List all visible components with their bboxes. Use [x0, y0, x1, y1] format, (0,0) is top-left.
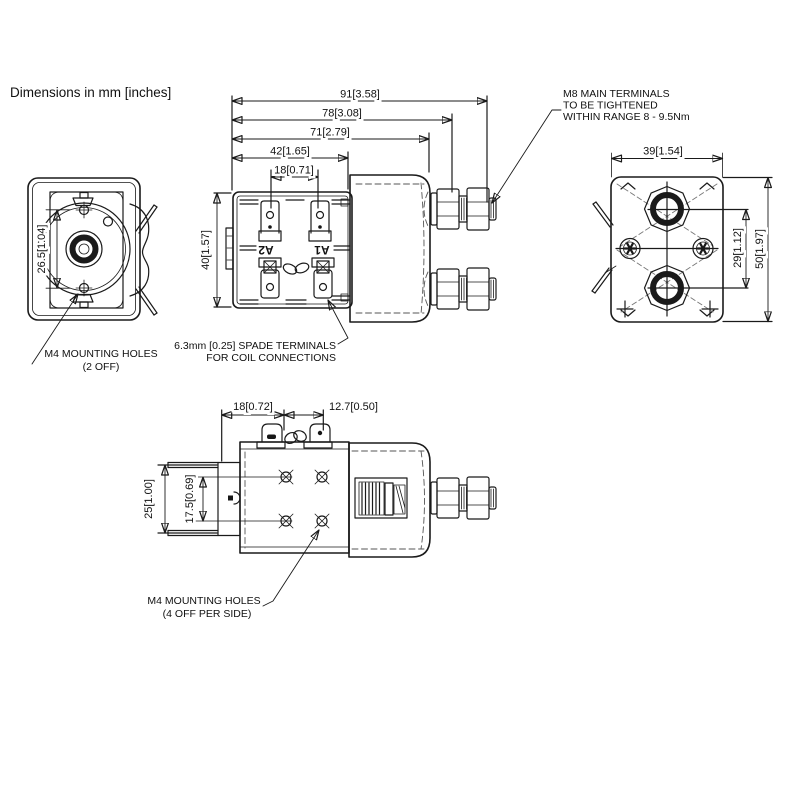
- top-view: 39[1.54] 29[1.12] 50[1.97]: [591, 143, 773, 323]
- coil-spade-topview-right: [692, 237, 714, 260]
- dim-18-bottom-label: 18[0.72]: [233, 401, 273, 413]
- topview-pin-lower: [591, 265, 617, 294]
- m8-terminal-bottom: [430, 267, 497, 311]
- coil-link-chain: [282, 262, 310, 275]
- coil-spade-a2: [258, 200, 282, 242]
- m4-note-side-line2: (2 OFF): [83, 361, 120, 373]
- dim-42-label: 42[1.65]: [270, 146, 310, 158]
- dim-40-label: 40[1.57]: [200, 230, 212, 270]
- m4-note-bottom-line2: (4 OFF PER SIDE): [163, 608, 252, 620]
- plate-texture: [239, 199, 351, 305]
- dim-29: 29[1.12]: [730, 209, 746, 289]
- coil-connection-left: [258, 257, 282, 299]
- topview-pin-upper: [592, 201, 614, 228]
- dim-50: 50[1.97]: [752, 177, 768, 322]
- coil-spade-a1: [308, 200, 332, 242]
- dim-40: 40[1.57]: [198, 192, 217, 307]
- coil-spade-topview-left: [619, 237, 641, 260]
- m4-mounting-hole-top: [75, 201, 93, 219]
- top-bolt: [72, 191, 94, 207]
- side-tab: [225, 227, 234, 270]
- m4-holes-bottom: [278, 469, 330, 529]
- m8-note-line3: WITHIN RANGE 8 - 9.5Nm: [563, 111, 690, 123]
- dim-18-bottom: 18[0.72]: [221, 399, 284, 415]
- terminal-label-a1: A1: [314, 243, 330, 257]
- dim-18-front-label: 18[0.71]: [274, 165, 314, 177]
- dim-39-label: 39[1.54]: [643, 146, 683, 158]
- side-view: 26.5[1.04] M4 MOUNTING HOLES (2 OFF): [27, 177, 158, 373]
- m8-terminal-top: [430, 187, 497, 231]
- m8-note-line1: M8 MAIN TERMINALS: [563, 88, 670, 100]
- m8-note: M8 MAIN TERMINALS TO BE TIGHTENED WITHIN…: [492, 88, 690, 203]
- coil-connection-right: [311, 257, 335, 299]
- dim-17-5: 17.5[0.69]: [182, 472, 203, 526]
- corner-marks: [620, 182, 715, 317]
- spade-note: 6.3mm [0.25] SPADE TERMINALS FOR COIL CO…: [174, 300, 349, 364]
- case-profile: [129, 203, 150, 297]
- spade-note-line2: FOR COIL CONNECTIONS: [206, 352, 336, 364]
- m8-terminal-topview-2: [643, 264, 691, 312]
- hidden-diagonals: [616, 183, 718, 313]
- m4-note-bottom-line1: M4 MOUNTING HOLES: [147, 595, 260, 607]
- dim-29-label: 29[1.12]: [732, 228, 744, 268]
- dim-91: 91[3.58]: [231, 86, 487, 102]
- m8-terminal-bottomview: [430, 476, 497, 520]
- m8-terminal-topview-1: [643, 185, 691, 233]
- spade-note-line1: 6.3mm [0.25] SPADE TERMINALS: [174, 340, 336, 352]
- dim-18-front: 18[0.71]: [270, 162, 318, 178]
- dim-71-label: 71[2.79]: [310, 127, 350, 139]
- blowout-spring-window: [354, 477, 408, 519]
- bottom-plate: [239, 441, 350, 554]
- coil-pin-hole: [102, 216, 114, 227]
- mounting-bracket: [167, 461, 241, 537]
- spade-pin-top: [135, 204, 158, 234]
- dim-17-5-label: 17.5[0.69]: [184, 475, 196, 524]
- dim-26-5: 26.5[1.04]: [34, 209, 71, 289]
- dim-50-label: 50[1.97]: [754, 229, 766, 269]
- bottomview-spade-left: [256, 423, 286, 449]
- dim-39: 39[1.54]: [611, 143, 723, 178]
- m4-note-side-line1: M4 MOUNTING HOLES: [44, 348, 157, 360]
- front-view: A2 A1: [174, 86, 497, 364]
- bottomview-spade-right: [303, 423, 333, 449]
- dim-42: 42[1.65]: [231, 143, 348, 159]
- plunger-boss: [65, 230, 103, 268]
- terminal-label-a2: A2: [258, 243, 274, 257]
- dim-78: 78[3.08]: [231, 105, 452, 121]
- dim-25-label: 25[1.00]: [143, 479, 155, 519]
- dim-26-5-label: 26.5[1.04]: [36, 225, 48, 274]
- m4-note-bottom: M4 MOUNTING HOLES (4 OFF PER SIDE): [147, 530, 319, 620]
- units-note: Dimensions in mm [inches]: [10, 85, 171, 100]
- m4-note-side: M4 MOUNTING HOLES (2 OFF): [31, 294, 158, 373]
- dim-25: 25[1.00]: [141, 464, 165, 533]
- cylinder-body-bottom: [348, 442, 431, 558]
- spade-pin-bottom: [135, 286, 158, 316]
- polarity-marks: [616, 300, 719, 318]
- dim-91-label: 91[3.58]: [340, 89, 380, 101]
- dim-71: 71[2.79]: [231, 124, 429, 140]
- m4-mounting-hole-bottom: [75, 279, 93, 297]
- dim-12-7: 12.7[0.50]: [283, 399, 380, 415]
- cylinder-body: [349, 174, 431, 323]
- dim-12-7-label: 12.7[0.50]: [329, 401, 378, 413]
- bottom-view: 18[0.72] 12.7[0.50] 25[1.00] 17.5[0.69] …: [141, 399, 497, 620]
- bottomview-link-chain: [284, 430, 307, 445]
- m8-note-line2: TO BE TIGHTENED: [563, 100, 658, 112]
- dim-78-label: 78[3.08]: [322, 108, 362, 120]
